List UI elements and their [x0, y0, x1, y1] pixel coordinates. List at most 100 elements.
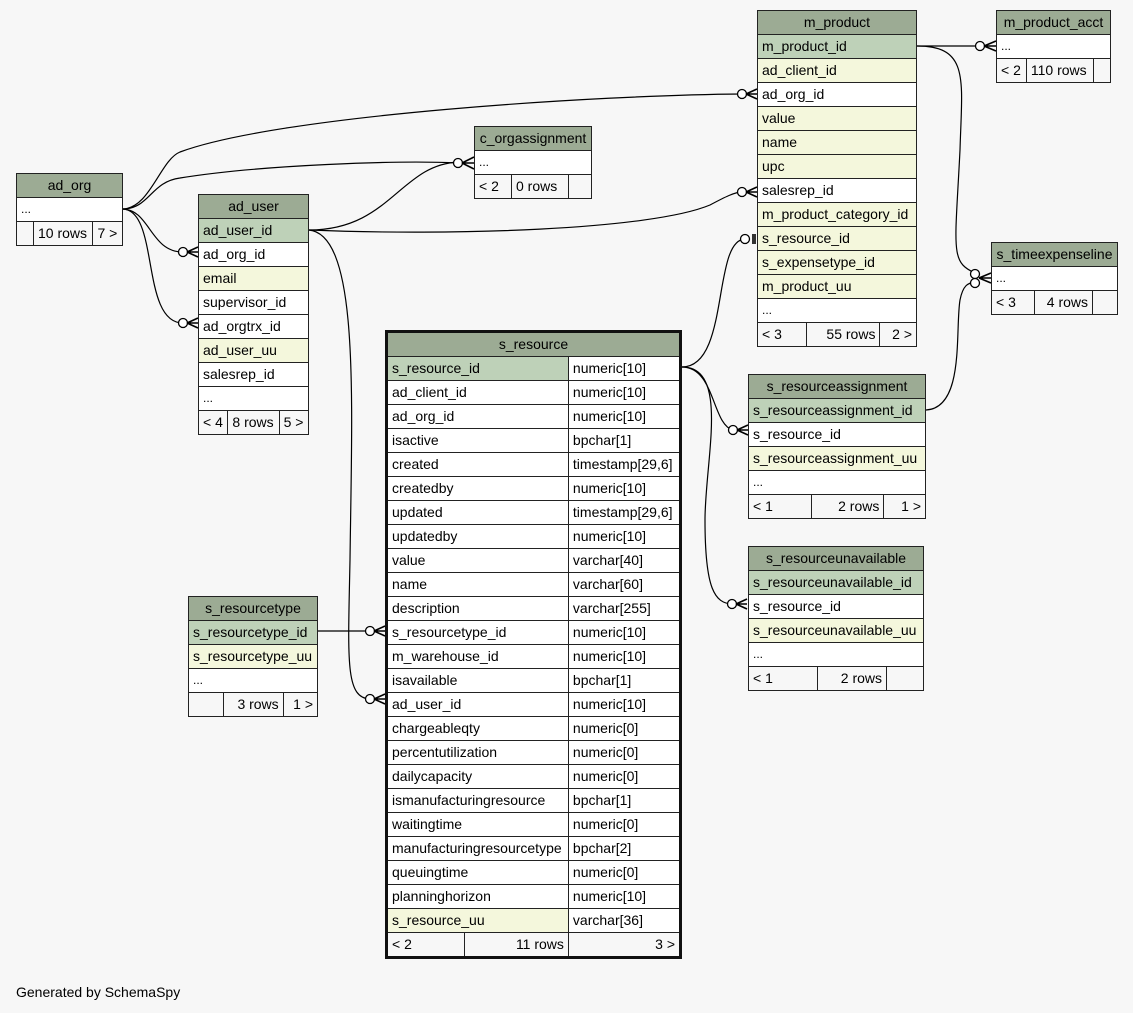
- column-row: s_resourceunavailable_uu: [748, 618, 924, 643]
- children-count: [886, 666, 924, 691]
- table-header[interactable]: s_timeexpenseline: [991, 242, 1118, 267]
- column-row: ad_user_id: [198, 218, 309, 243]
- column-row: supervisor_id: [198, 290, 309, 315]
- column-name: createdby: [386, 476, 569, 501]
- table-header[interactable]: c_orgassignment: [474, 126, 592, 151]
- table-s-timeexpenseline[interactable]: s_timeexpenseline ... < 3 4 rows: [991, 242, 1118, 315]
- children-count[interactable]: 1 >: [282, 692, 319, 717]
- column-row: upc: [757, 154, 917, 179]
- parents-count[interactable]: < 2: [474, 174, 512, 199]
- row-count: 2 rows: [810, 494, 885, 519]
- table-header[interactable]: ad_org: [16, 173, 123, 198]
- column-type: numeric[10]: [567, 380, 682, 405]
- row-count: 0 rows: [511, 174, 569, 199]
- table-m-product[interactable]: m_product m_product_id ad_client_id ad_o…: [757, 10, 917, 347]
- children-count[interactable]: 7 >: [92, 221, 123, 246]
- column-row: ad_user_uu: [198, 338, 309, 363]
- column-row: m_product_category_id: [757, 202, 917, 227]
- column-row: salesrep_id: [757, 178, 917, 203]
- parents-count: [16, 221, 34, 246]
- column-type: numeric[10]: [567, 620, 682, 645]
- crowfoot-icon: [186, 317, 199, 329]
- children-count[interactable]: 2 >: [879, 322, 917, 347]
- column-row: ad_client_id: [757, 58, 917, 83]
- column-name: created: [386, 452, 569, 477]
- crowfoot-icon: [983, 40, 997, 52]
- table-ad-user[interactable]: ad_user ad_user_id ad_org_id email super…: [197, 194, 310, 435]
- optional-marker-icon: [736, 186, 748, 198]
- column-type: numeric[0]: [567, 812, 682, 837]
- table-m-product-acct[interactable]: m_product_acct ... < 2 110 rows: [996, 10, 1111, 83]
- table-header[interactable]: m_product: [757, 10, 917, 35]
- row-count: 2 rows: [817, 666, 887, 691]
- edge-s-resourceassignment-to-s-timeexpenseline: [925, 281, 976, 411]
- table-header[interactable]: s_resource: [386, 331, 681, 357]
- column-type: varchar[36]: [567, 908, 682, 933]
- parents-count[interactable]: < 2: [386, 932, 465, 958]
- column-row: ...: [757, 298, 917, 323]
- column-name: ad_user_id: [386, 692, 569, 717]
- column-type: bpchar[1]: [567, 428, 682, 453]
- column-row: s_resource_id: [757, 226, 917, 251]
- parents-count[interactable]: < 3: [991, 290, 1035, 315]
- column-type: numeric[10]: [567, 692, 682, 717]
- column-name: planninghorizon: [386, 884, 569, 909]
- column-type: numeric[10]: [567, 644, 682, 669]
- table-header[interactable]: ad_user: [198, 194, 309, 219]
- column-row: ...: [996, 34, 1111, 59]
- column-name: m_warehouse_id: [386, 644, 569, 669]
- column-row: salesrep_id: [198, 362, 309, 387]
- column-name: name: [386, 572, 569, 597]
- parents-count[interactable]: < 3: [757, 322, 807, 347]
- column-row: s_expensetype_id: [757, 250, 917, 275]
- column-row: ...: [748, 470, 926, 495]
- row-count: 10 rows: [32, 221, 94, 246]
- table-header[interactable]: s_resourceassignment: [748, 374, 926, 399]
- column-type: varchar[60]: [567, 572, 682, 597]
- generated-by-note: Generated by SchemaSpy: [16, 984, 181, 1000]
- row-count: 110 rows: [1025, 58, 1095, 83]
- table-header[interactable]: s_resourcetype: [188, 596, 318, 621]
- children-count[interactable]: 5 >: [278, 410, 310, 435]
- optional-marker-icon: [364, 693, 376, 705]
- table-header[interactable]: m_product_acct: [996, 10, 1111, 35]
- column-row: s_resourcetype_id: [188, 620, 318, 645]
- children-count: [1092, 290, 1118, 315]
- column-row: ...: [748, 642, 924, 667]
- optional-marker-icon: [177, 317, 189, 329]
- edge-ad-org-to-m-product-org: [121, 93, 743, 210]
- column-name: isactive: [386, 428, 569, 453]
- edge-ad-org-to-ad-user-org: [121, 208, 184, 253]
- parents-count[interactable]: < 1: [748, 666, 818, 691]
- table-s-resourceassignment[interactable]: s_resourceassignment s_resourceassignmen…: [748, 374, 926, 519]
- children-count: [1093, 58, 1111, 83]
- column-row: s_resourceunavailable_id: [748, 570, 924, 595]
- optional-marker-icon: [969, 268, 981, 280]
- column-name: value: [386, 548, 569, 573]
- column-name: dailycapacity: [386, 764, 569, 789]
- column-row: value: [757, 106, 917, 131]
- table-s-resourceunavailable[interactable]: s_resourceunavailable s_resourceunavaila…: [748, 546, 924, 691]
- parents-count[interactable]: < 1: [748, 494, 812, 519]
- column-type: varchar[40]: [567, 548, 682, 573]
- table-header[interactable]: s_resourceunavailable: [748, 546, 924, 571]
- optional-marker-icon: [726, 598, 738, 610]
- column-row: s_resourceassignment_id: [748, 398, 926, 423]
- table-c-orgassignment[interactable]: c_orgassignment ... < 2 0 rows: [474, 126, 592, 199]
- table-ad-org[interactable]: ad_org ... 10 rows 7 >: [16, 173, 123, 246]
- crowfoot-icon: [736, 424, 749, 436]
- children-count[interactable]: 3 >: [567, 932, 682, 958]
- parents-count[interactable]: < 2: [996, 58, 1027, 83]
- table-s-resourcetype[interactable]: s_resourcetype s_resourcetype_id s_resou…: [188, 596, 319, 717]
- crowfoot-icon: [373, 693, 386, 705]
- edge-s-resource-to-s-resourceassignment: [681, 366, 734, 431]
- row-count: 3 rows: [223, 692, 284, 717]
- column-type: bpchar[1]: [567, 788, 682, 813]
- optional-marker-icon: [974, 40, 986, 52]
- children-count[interactable]: 1 >: [883, 494, 926, 519]
- column-type: timestamp[29,6]: [567, 452, 682, 477]
- one-bar-icon: [752, 234, 756, 244]
- edge-ad-user-to-s-resource-user: [308, 229, 371, 700]
- parents-count[interactable]: < 4: [197, 410, 229, 435]
